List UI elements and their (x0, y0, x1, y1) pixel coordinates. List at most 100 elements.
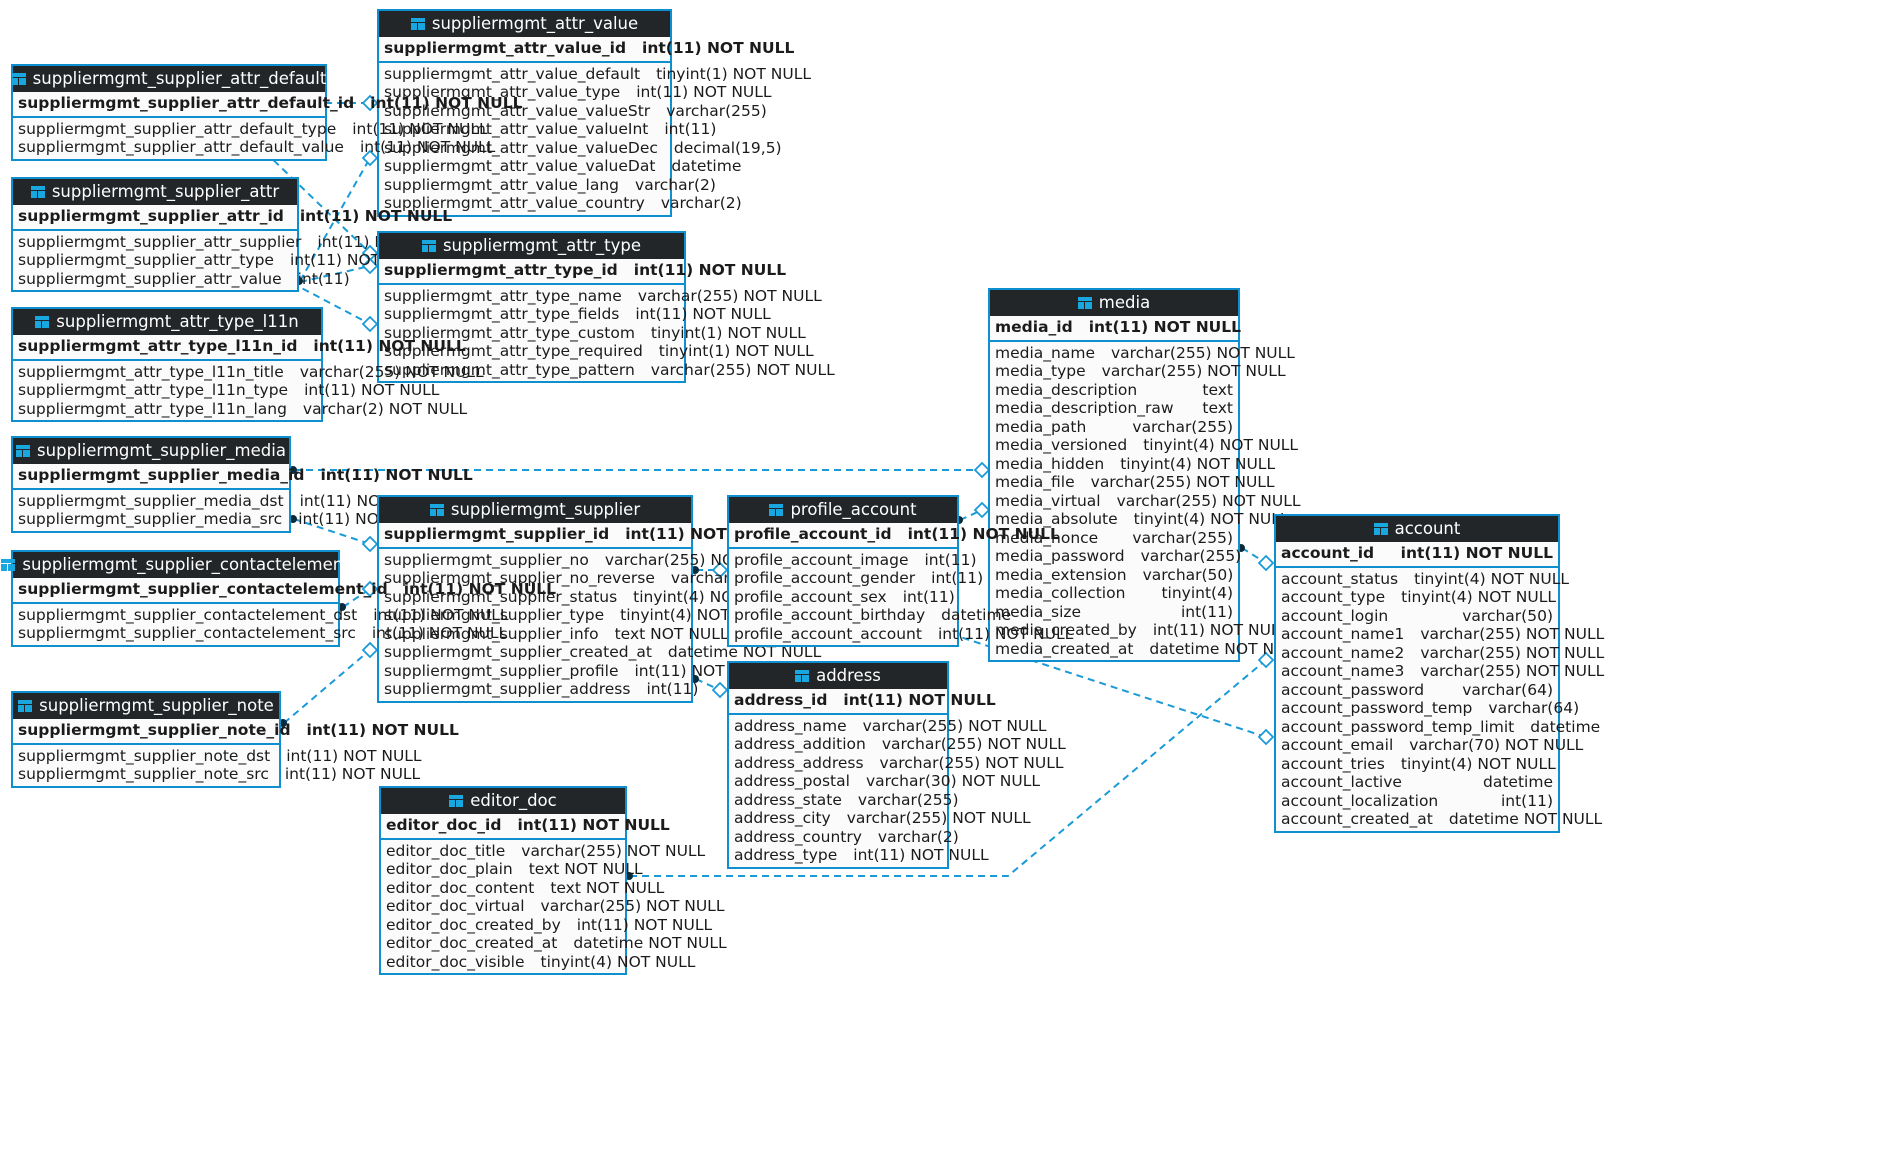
column-name: suppliermgmt_attr_value_type (384, 83, 621, 101)
column-type: int(11) NOT NULL (937, 624, 1074, 643)
column-row[interactable]: suppliermgmt_supplier_contactelement_src… (13, 624, 507, 643)
column-type: varchar(50) (1142, 565, 1234, 584)
column-row[interactable]: suppliermgmt_supplier_attr_default_value… (13, 138, 495, 157)
column-row[interactable]: suppliermgmt_supplier_contactelement_dst… (13, 606, 509, 625)
column-name: editor_doc_plain (386, 860, 513, 878)
column-type: datetime (671, 157, 742, 175)
